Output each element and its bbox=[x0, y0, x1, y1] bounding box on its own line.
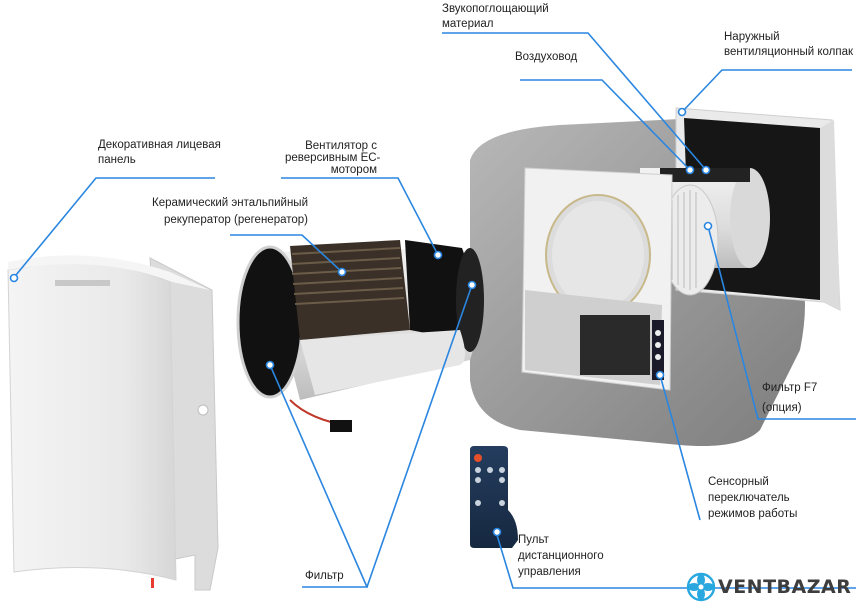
label-fan-line3: мотором bbox=[330, 164, 377, 176]
callout-line-outer-hood bbox=[681, 69, 852, 113]
callout-line-recuperator bbox=[230, 234, 343, 273]
callout-line-air-duct bbox=[520, 79, 691, 171]
callout-line-filter-a bbox=[269, 364, 369, 588]
label-sound-absorbing-line1: Звукопоглощающий bbox=[442, 3, 549, 15]
label-remote-line2: дистанционного bbox=[518, 550, 604, 562]
brand-logo: VENTBAZAR bbox=[686, 572, 851, 602]
label-recuperator: Керамический энтальпийный рекуператор (р… bbox=[148, 195, 308, 229]
callout-line-filter-b bbox=[366, 284, 473, 588]
label-outer-hood-line1: Наружный bbox=[724, 31, 780, 43]
label-filter-f7-line1: Фильтр F7 bbox=[762, 382, 818, 394]
label-outer-hood: Наружный вентиляционный колпак bbox=[724, 30, 853, 60]
label-fan: Вентилятор с реверсивным ЕС- мотором bbox=[285, 140, 381, 176]
label-fan-line2: реверсивным ЕС- bbox=[285, 152, 381, 164]
label-touch-switch-line1: Сенсорный bbox=[708, 476, 769, 488]
power-button-icon bbox=[474, 454, 482, 462]
label-touch-switch-line3: режимов работы bbox=[708, 508, 798, 520]
callout-dots bbox=[9, 107, 713, 537]
label-recuperator-line1: Керамический энтальпийный bbox=[152, 197, 308, 209]
label-front-panel-line1: Декоративная лицевая bbox=[98, 139, 221, 151]
remote-control bbox=[470, 446, 518, 548]
callout-line-filter-f7 bbox=[707, 225, 856, 420]
label-air-duct: Воздуховод bbox=[515, 51, 578, 63]
label-touch-switch-line2: переключатель bbox=[708, 492, 790, 504]
inner-frame bbox=[521, 167, 673, 391]
label-outer-hood-line2: вентиляционный колпак bbox=[724, 46, 854, 58]
recuperator-cartridge bbox=[236, 240, 484, 432]
label-fan-line1: Вентилятор с bbox=[305, 140, 377, 152]
label-remote: Пульт дистанционного управления bbox=[518, 532, 604, 580]
label-front-panel: Декоративная лицевая панель bbox=[98, 138, 221, 168]
front-panel bbox=[7, 255, 219, 591]
callout-line-front-panel bbox=[15, 177, 215, 276]
label-remote-line1: Пульт bbox=[518, 534, 549, 546]
callout-line-remote bbox=[496, 534, 856, 589]
callout-line-sound-absorbing bbox=[442, 32, 707, 171]
brand-name: VENTBAZAR bbox=[718, 576, 852, 598]
fan-x-logo-icon bbox=[686, 572, 716, 602]
label-remote-line3: управления bbox=[518, 566, 581, 578]
label-filter: Фильтр bbox=[305, 570, 344, 582]
callout-line-fan bbox=[281, 177, 439, 256]
callout-lines bbox=[15, 32, 856, 589]
label-filter-f7-line2: (опция) bbox=[762, 402, 802, 414]
label-filter-f7: Фильтр F7 (опция) bbox=[762, 378, 817, 418]
label-recuperator-line2: рекуператор (регенератор) bbox=[164, 214, 308, 226]
label-sound-absorbing: Звукопоглощающий материал bbox=[442, 2, 549, 32]
status-led-icon bbox=[151, 578, 154, 588]
label-front-panel-line2: панель bbox=[98, 154, 136, 166]
callout-line-touch-switch bbox=[659, 374, 701, 521]
label-sound-absorbing-line2: материал bbox=[442, 18, 494, 30]
label-touch-switch: Сенсорный переключатель режимов работы bbox=[708, 474, 797, 522]
